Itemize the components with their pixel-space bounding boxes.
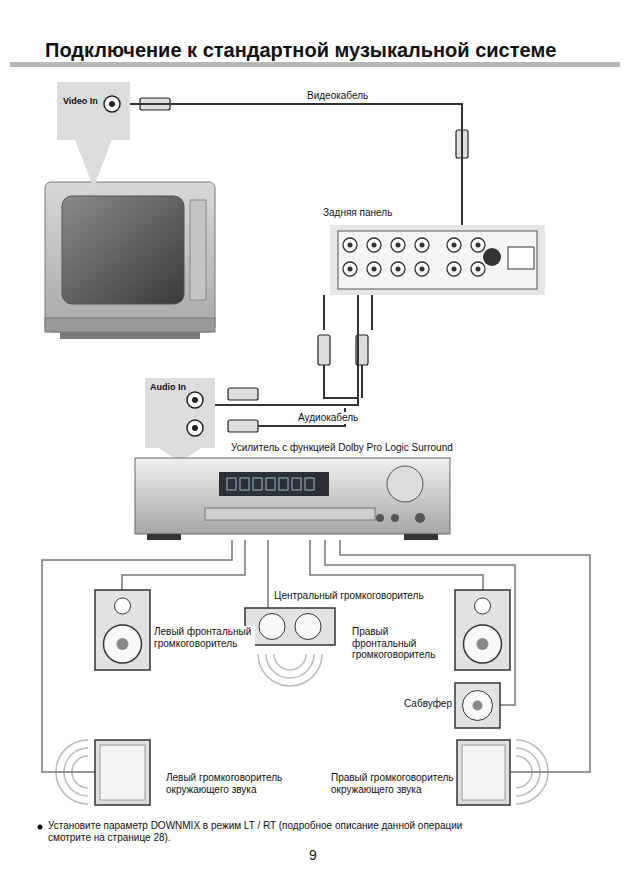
spk-shape [95, 590, 150, 670]
node-label: Усилитель с функцией Dolby Pro Logic Sur… [230, 442, 454, 454]
surr-shape [95, 740, 150, 805]
node-label: Audio In [149, 382, 187, 392]
audio-cable-second-wire [258, 295, 372, 426]
left-front-speaker: Левый фронтальный громкоговоритель [95, 590, 150, 670]
subwoofer: Сабвуфер [455, 683, 500, 728]
right-front-speaker: Правый фронтальный громкоговоритель [455, 590, 510, 670]
cable-label: Аудиокабель [296, 412, 360, 424]
sub-shape [455, 683, 500, 728]
center-speaker: Центральный громкоговоритель [245, 608, 335, 645]
speaker-wire [42, 540, 232, 772]
tv-set [45, 182, 215, 339]
center-shape [245, 608, 335, 645]
speaker-wire [122, 540, 245, 590]
page-number: 9 [309, 847, 317, 864]
spk-shape [455, 590, 510, 670]
bullet [38, 825, 43, 830]
right-surround-speaker: Правый громкоговоритель окружающего звук… [457, 740, 510, 805]
cable [215, 295, 358, 405]
node-label: Левый громкоговоритель окружающего звука [165, 772, 302, 795]
speaker-wire [325, 540, 515, 705]
page-title: Подключение к стандартной музыкальной си… [45, 38, 556, 62]
node-label: Правый громкоговоритель окружающего звук… [330, 772, 456, 795]
node-label: Video In [62, 96, 99, 106]
sound-waves [56, 654, 548, 804]
speaker-wire [267, 540, 269, 608]
node-label: Левый фронтальный громкоговоритель [153, 626, 255, 649]
node-label: Сабвуфер [383, 698, 453, 710]
node-label: Правый фронтальный громкоговоритель [351, 626, 454, 661]
note-text: Установите параметр DOWNMIX в режим LT /… [48, 820, 508, 844]
amplifier: Усилитель с функцией Dolby Pro Logic Sur… [135, 458, 450, 540]
rear-panel: Задняя панель [330, 225, 545, 295]
amp-shape [135, 458, 450, 540]
node-label: Задняя панель [322, 207, 393, 219]
left-surround-speaker: Левый громкоговоритель окружающего звука [95, 740, 150, 805]
callout-shape [57, 82, 130, 140]
surr-shape [457, 740, 510, 805]
panel-shape [330, 225, 545, 295]
node-label: Центральный громкоговоритель [273, 590, 425, 602]
video-in-callout: Video In [57, 82, 130, 140]
cable-label: Видеокабель [305, 90, 370, 102]
title-rule [10, 62, 620, 67]
speaker-wire [340, 540, 590, 772]
cable [130, 104, 462, 225]
audio-in-callout: Audio In [145, 378, 215, 448]
